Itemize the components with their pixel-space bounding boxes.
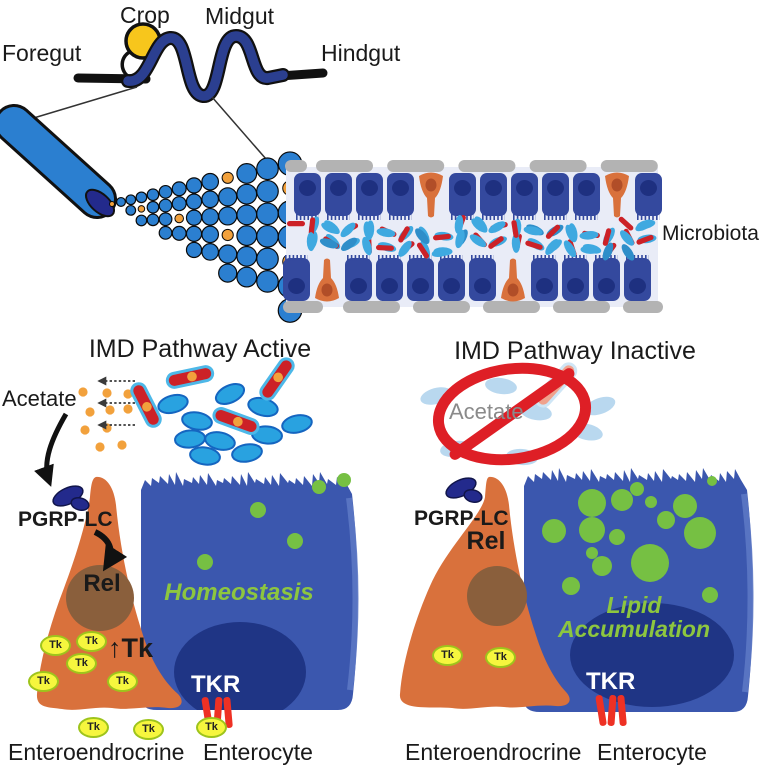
pgrp-lc-label-inactive: PGRP-LC <box>414 507 509 530</box>
prohibition-icon <box>432 362 592 466</box>
acetate-label-active: Acetate <box>2 386 77 411</box>
tk-upregulation-label: ↑Tk <box>108 634 153 662</box>
tk-badge: Tk <box>28 671 59 692</box>
tk-badge: Tk <box>133 719 164 740</box>
gut-anatomy-diagram <box>26 22 328 168</box>
gut-epithelium-cross-section <box>283 160 663 313</box>
enteroendocrine-label-inactive: Enteroendrocrine <box>405 739 582 765</box>
acetate-label-inactive: Acetate <box>449 399 524 424</box>
imd-active-title: IMD Pathway Active <box>88 335 312 363</box>
up-arrow-icon: ↑ <box>108 633 122 663</box>
tk-badge: Tk <box>432 645 463 666</box>
microbiota-label: Microbiota <box>662 222 759 245</box>
midgut-label: Midgut <box>205 3 275 29</box>
microbiota-lumen <box>287 215 657 261</box>
tk-badge: Tk <box>107 671 138 692</box>
magnifier-tube <box>0 104 117 219</box>
tk-badge: Tk <box>66 653 97 674</box>
tkr-label-inactive: TKR <box>586 668 636 695</box>
crop-label: Crop <box>120 2 170 28</box>
tk-text: Tk <box>121 633 154 663</box>
lipid-label-line2: Accumulation <box>557 616 711 642</box>
foregut-label: Foregut <box>2 40 82 66</box>
homeostasis-label: Homeostasis <box>164 579 314 606</box>
rel-label-inactive: Rel <box>466 527 506 555</box>
tk-badge: Tk <box>78 717 109 738</box>
lipid-label-line1: Lipid <box>606 592 662 618</box>
tk-badge: Tk <box>40 635 71 656</box>
enterocyte-label-active: Enterocyte <box>203 739 313 765</box>
enteroendocrine-label-active: Enteroendrocrine <box>8 739 185 765</box>
imd-inactive-title: IMD Pathway Inactive <box>454 337 696 365</box>
imd-inactive-panel-graphics <box>399 362 754 727</box>
hindgut-label: Hindgut <box>321 40 401 66</box>
imd-active-panel-graphics <box>34 357 359 729</box>
tk-badge: Tk <box>76 631 107 652</box>
pgrp-lc-label-active: PGRP-LC <box>18 508 113 531</box>
tk-badge: Tk <box>196 717 227 738</box>
tkr-label-active: TKR <box>191 671 241 698</box>
enterocyte-label-inactive: Enterocyte <box>597 739 707 765</box>
rel-label-active: Rel <box>83 570 121 597</box>
tk-badge: Tk <box>485 647 516 668</box>
cell-cluster <box>109 151 303 323</box>
